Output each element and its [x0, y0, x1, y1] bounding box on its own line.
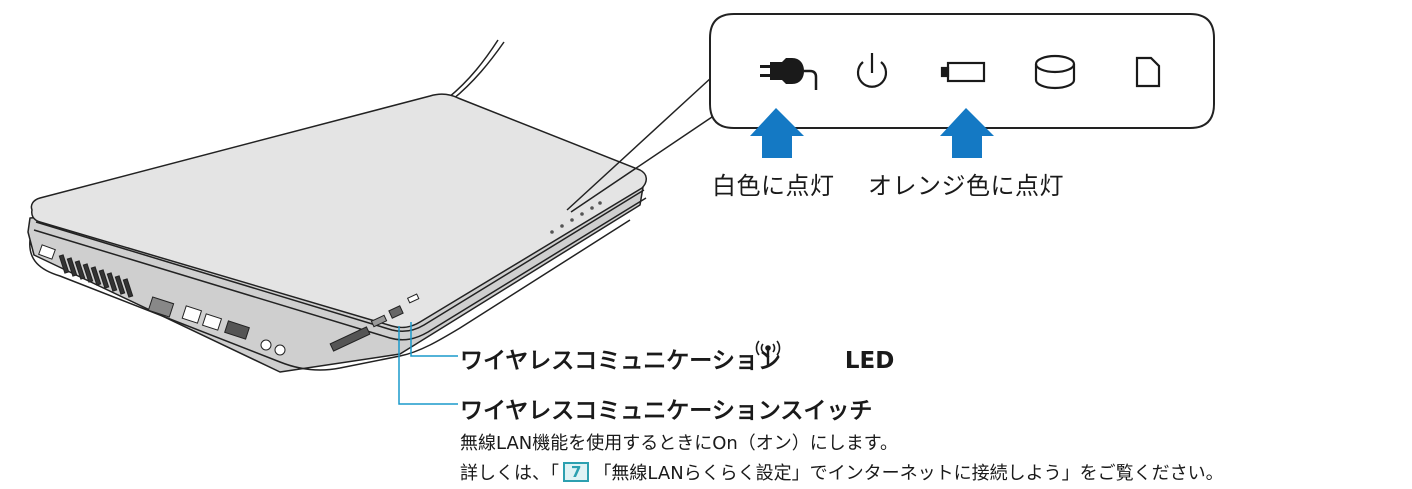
power-cord	[439, 39, 505, 102]
side-ports	[38, 244, 420, 356]
description-line-1: 無線LAN機能を使用するときにOn（オン）にします。	[460, 433, 898, 454]
wireless-switch-label: ワイヤレスコミュニケーションスイッチ	[460, 398, 873, 424]
wireless-signal-icon	[755, 340, 781, 366]
laptop-body	[27, 93, 647, 373]
callout-box	[709, 13, 1215, 129]
disk-drive-icon	[1034, 54, 1076, 90]
battery-icon	[940, 61, 986, 83]
wireless-led-label-prefix: ワイヤレスコミュニケーション	[460, 348, 781, 374]
reference-badge[interactable]: 7	[563, 462, 590, 482]
orange-led-label: オレンジ色に点灯	[868, 172, 1064, 200]
arrow-orange-led	[940, 108, 994, 158]
description-line-2: 詳しくは、「7「無線LANらくらく設定」でインターネットに接続しよう」をご覧くだ…	[460, 459, 1224, 485]
wireless-led-label: ワイヤレスコミュニケーション LED	[460, 341, 894, 375]
sd-card-icon	[1135, 56, 1161, 88]
power-icon	[856, 53, 888, 88]
description-line-2-prefix: 詳しくは、「	[460, 463, 559, 484]
callout-lines	[566, 76, 713, 213]
leader-lines	[398, 322, 458, 405]
arrow-white-led	[750, 108, 804, 158]
ac-adapter-icon	[760, 58, 818, 90]
white-led-label: 白色に点灯	[712, 172, 835, 200]
description-line-2-suffix: 「無線LANらくらく設定」でインターネットに接続しよう」をご覧ください。	[593, 463, 1224, 484]
front-leds	[550, 201, 602, 234]
wireless-led-label-suffix: LED	[844, 348, 895, 374]
vent-grille	[58, 254, 134, 298]
